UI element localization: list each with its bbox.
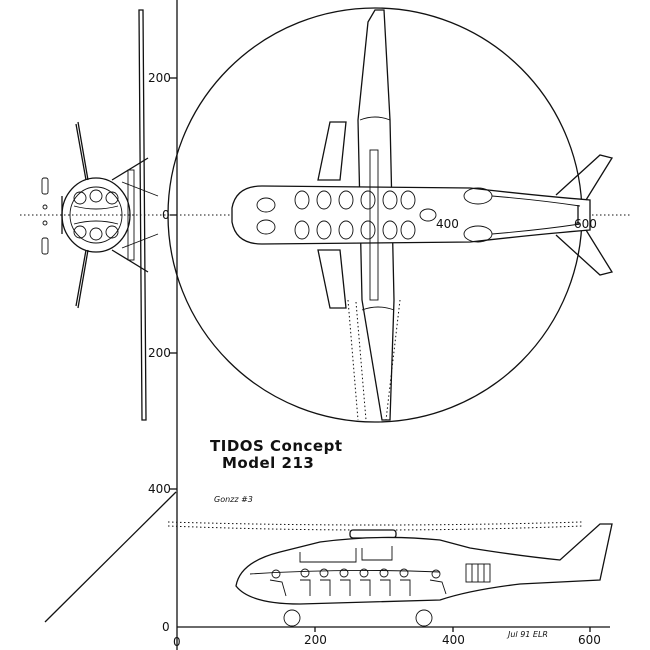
upper-wing: [317, 121, 347, 181]
side-scale-0: 0: [162, 620, 170, 634]
mast-bar: [369, 149, 379, 301]
title-line-1: TIDOS Concept: [210, 437, 343, 455]
top-scale-200-upper: 200: [148, 71, 171, 85]
title-line-2: Model 213: [222, 454, 314, 472]
front-gear-upper: [41, 177, 49, 195]
front-upper-strut: [77, 121, 89, 181]
top-fuselage: [231, 185, 591, 245]
front-wheel: [283, 609, 301, 627]
top-view: [167, 0, 614, 650]
front-lower-strut: [77, 249, 89, 309]
scribble-annotation: Gonzz #3: [214, 495, 253, 504]
tail-stabilizer-lower: [555, 229, 614, 276]
top-scale-400: 400: [436, 217, 459, 231]
side-fuselage: [235, 523, 613, 605]
top-scale-200-lower: 200: [148, 346, 171, 360]
front-gear-lower: [41, 237, 49, 255]
top-passenger-seats: [256, 190, 437, 240]
front-crew-seats: [73, 189, 119, 241]
date-credit: Jul 91 ELR: [506, 630, 548, 639]
bottom-axis-0: 0: [173, 635, 181, 649]
lower-wing: [317, 249, 347, 309]
bottom-axis-600: 600: [578, 633, 601, 647]
side-scale-400: 400: [148, 482, 171, 496]
tail-stabilizer-upper: [555, 154, 614, 201]
top-scale-0: 0: [162, 208, 170, 222]
side-passengers: [269, 568, 447, 597]
rear-wheel: [415, 609, 433, 627]
bottom-axis-400: 400: [442, 633, 465, 647]
reference-diagonal: [44, 491, 177, 623]
side-rotor-line: [167, 521, 583, 526]
front-rotor-blade: [138, 9, 147, 421]
top-scale-600: 600: [574, 217, 597, 231]
side-view: [44, 488, 613, 632]
bottom-axis-200: 200: [304, 633, 327, 647]
